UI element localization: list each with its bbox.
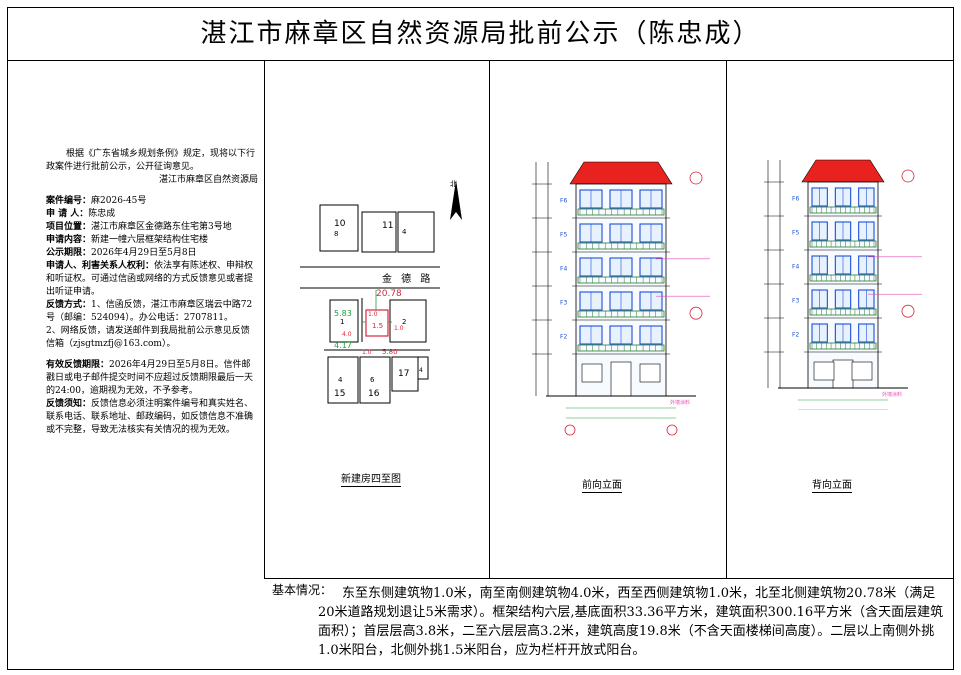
floor-label: F4 [560, 266, 567, 273]
dimension-label: 4.17 [334, 341, 352, 350]
floor-label: F3 [792, 298, 799, 305]
page-title: 湛江市麻章区自然资源局批前公示（陈忠成） [7, 7, 954, 61]
divider [726, 61, 727, 578]
window [639, 363, 661, 383]
axis-marker [901, 169, 915, 183]
feedback-row: 反馈方式：1、信函反馈，湛江市麻章区瑞云中路72号（邮编：524094）。办公电… [46, 300, 253, 323]
north-label: 北 [450, 180, 457, 188]
roof [801, 159, 885, 183]
lot-outline [417, 356, 429, 380]
building-outline [807, 181, 879, 389]
floor-label: F2 [560, 334, 567, 341]
notice-issuer: 湛江市麻章区自然资源局 [158, 175, 258, 185]
notice-panel: 根据《广东省城乡规划条例》规定，现将以下行政案件进行批前公示，公开征询意见。 湛… [46, 148, 258, 437]
north-arrow-icon [450, 180, 462, 220]
lot-label: 16 [368, 389, 380, 399]
floor-label: F6 [560, 198, 567, 205]
lot-label: 1 [340, 318, 344, 326]
axis-marker [901, 304, 915, 318]
floor-label: F5 [560, 232, 567, 239]
floor-label: F4 [792, 264, 799, 271]
dimension-label: 1.5 [372, 322, 383, 330]
divider [264, 578, 954, 579]
front-elevation-caption: 前向立面 [582, 476, 622, 493]
dimension-label: 5.80 [382, 348, 398, 356]
lot-label: 11 [382, 221, 393, 231]
material-note: 外墙涂料 [882, 391, 902, 398]
lot-label: 17 [398, 369, 409, 379]
balcony-rail [809, 240, 877, 248]
rights-row: 申请人、利害关系人权利：依法享有陈述权、申辩权和听证权。可通过信函或网络的方式反… [46, 261, 254, 297]
back-elevation-caption: 背向立面 [812, 476, 852, 493]
lot-label: 4 [402, 228, 407, 236]
balcony-rail [577, 310, 665, 318]
lot-outline [389, 299, 427, 343]
door [610, 361, 632, 397]
site-plan-drawing: 北 10 8 11 4 1 2 4 6 15 16 17 4 金 德 路 20.… [300, 180, 462, 404]
lot-label: 15 [334, 389, 345, 399]
floor-label: F6 [792, 196, 799, 203]
content-row: 申请内容：新建一幢六层框架结构住宅楼 [46, 235, 209, 245]
balcony-rail [809, 308, 877, 316]
floor-label: F5 [792, 230, 799, 237]
lot-outline [329, 299, 359, 343]
balcony-rail [809, 206, 877, 214]
lot-outline [361, 211, 397, 253]
balcony-rail [577, 344, 665, 352]
site-plan-caption: 新建房四至图 [341, 470, 401, 487]
new-building-outline [365, 309, 389, 337]
roof [569, 161, 673, 185]
lot-label: 8 [334, 230, 338, 238]
applicant-row: 申 请 人：陈忠成 [46, 209, 116, 219]
window [851, 361, 873, 381]
balcony-rail [809, 274, 877, 282]
axis-marker [689, 306, 703, 320]
floor-label: F2 [792, 332, 799, 339]
lot-outline [319, 204, 359, 252]
location-row: 项目位置：湛江市麻章区金德路东住宅第3号地 [46, 222, 232, 232]
lot-outline [327, 356, 359, 404]
basic-info-label: 基本情况： [272, 583, 333, 597]
case-number-row: 案件编号：麻2026-45号 [46, 196, 147, 206]
valid-period-row: 有效反馈期限：2026年4月29日至5月8日。信件邮戳日或电子邮件提交时间不应超… [46, 360, 254, 396]
door [832, 359, 854, 389]
dimension-label: 5.83 [334, 309, 352, 318]
balcony-rail [577, 208, 665, 216]
feedback-notice-row: 反馈须知：反馈信息必须注明案件编号和真实姓名、联系电话、联系地址、邮政编码，如反… [46, 399, 254, 435]
lot-outline [397, 211, 435, 253]
window [581, 363, 603, 383]
lot-label: 4 [419, 367, 423, 374]
dimension-label: 4.0 [342, 331, 352, 338]
lot-label: 10 [334, 219, 346, 229]
material-note: 外墙涂料 [670, 399, 690, 406]
notice-intro: 根据《广东省城乡规划条例》规定，现将以下行政案件进行批前公示，公开征询意见。 [46, 149, 256, 172]
divider [489, 61, 490, 578]
lot-label: 2 [402, 318, 406, 326]
window [813, 361, 835, 381]
lot-outline [359, 356, 391, 404]
floor-label: F3 [560, 300, 567, 307]
dimension-label: 1.0 [394, 325, 404, 332]
balcony-rail [809, 342, 877, 350]
dimension-label: 20.78 [376, 289, 402, 299]
balcony-rail [577, 242, 665, 250]
dimension-label: 1.0 [362, 349, 372, 356]
dimension-label: 1.0 [368, 311, 378, 318]
axis-marker [564, 424, 576, 436]
board-frame [7, 7, 954, 670]
axis-marker [666, 424, 678, 436]
axis-marker [689, 171, 703, 185]
lot-label: 6 [370, 376, 375, 384]
balcony-rail [577, 276, 665, 284]
feedback-row-2: 2、网络反馈，请发送邮件到我局批前公示意见反馈信箱（zjsgtmzfj@163.… [46, 326, 250, 349]
lot-label: 4 [338, 376, 343, 384]
road-label: 金 德 路 [382, 272, 433, 285]
divider [264, 61, 265, 578]
basic-info-text: 东至东侧建筑物1.0米，南至南侧建筑物4.0米，西至西侧建筑物1.0米，北至北侧… [318, 586, 944, 658]
period-row: 公示期限：2026年4月29日至5月8日 [46, 248, 197, 258]
